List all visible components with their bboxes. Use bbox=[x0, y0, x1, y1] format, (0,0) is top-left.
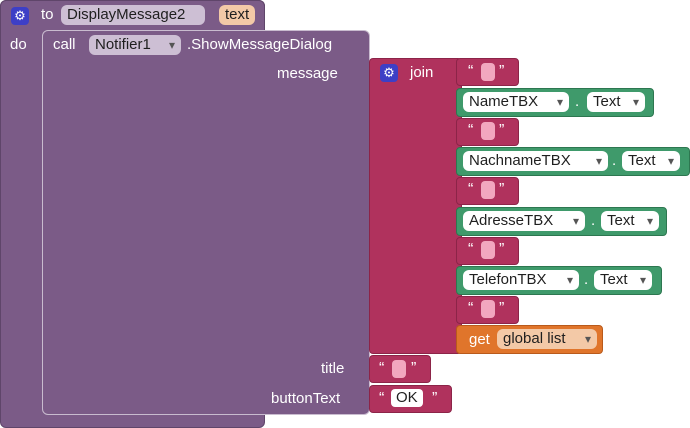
property-dropdown-text[interactable]: Text bbox=[601, 211, 659, 231]
title-value-field[interactable] bbox=[392, 360, 406, 378]
quote-close: ” bbox=[411, 360, 417, 377]
quote-close: ” bbox=[499, 241, 505, 258]
string-value-field[interactable] bbox=[481, 300, 495, 318]
socket-message-label: message bbox=[277, 65, 338, 82]
buttontext-value-field[interactable]: OK bbox=[391, 389, 423, 407]
call-notifier-block[interactable] bbox=[42, 30, 370, 415]
quote-open: “ bbox=[468, 63, 474, 80]
component-dropdown-adressetbx[interactable]: AdresseTBX bbox=[463, 211, 585, 231]
property-dropdown-text[interactable]: Text bbox=[622, 151, 680, 171]
quote-open: “ bbox=[468, 122, 474, 139]
call-label: call bbox=[53, 36, 76, 53]
component-dropdown-telefontbx[interactable]: TelefonTBX bbox=[463, 270, 579, 290]
get-label: get bbox=[469, 331, 490, 348]
component-dropdown-nametbx[interactable]: NameTBX bbox=[463, 92, 569, 112]
property-dropdown-text[interactable]: Text bbox=[594, 270, 652, 290]
procedure-param-text[interactable]: text bbox=[219, 5, 256, 25]
method-name-label: .ShowMessageDialog bbox=[187, 36, 333, 53]
notifier-component-dropdown[interactable]: Notifier1 bbox=[89, 35, 181, 55]
socket-buttontext-label: buttonText bbox=[271, 390, 341, 407]
quote-open: “ bbox=[379, 390, 385, 407]
dot-separator: . bbox=[612, 152, 617, 169]
title-string-block[interactable] bbox=[369, 355, 431, 383]
dot-separator: . bbox=[584, 271, 589, 288]
quote-open: “ bbox=[468, 241, 474, 258]
quote-open: “ bbox=[379, 360, 385, 377]
string-value-field[interactable] bbox=[481, 241, 495, 259]
quote-open: “ bbox=[468, 300, 474, 317]
quote-close: ” bbox=[499, 181, 505, 198]
procedure-name-field[interactable]: DisplayMessage2 bbox=[61, 5, 205, 25]
quote-close: ” bbox=[499, 63, 505, 80]
string-value-field[interactable] bbox=[481, 122, 495, 140]
procedure-to-label: to bbox=[41, 6, 54, 23]
quote-close: ” bbox=[499, 300, 505, 317]
dot-separator: . bbox=[575, 93, 580, 110]
quote-close: ” bbox=[499, 122, 505, 139]
join-block[interactable] bbox=[369, 58, 462, 354]
quote-close: ” bbox=[432, 390, 438, 407]
quote-open: “ bbox=[468, 181, 474, 198]
procedure-do-label: do bbox=[10, 36, 27, 53]
string-value-field[interactable] bbox=[481, 63, 495, 81]
join-label: join bbox=[410, 64, 434, 81]
variable-dropdown[interactable]: global list bbox=[497, 329, 597, 349]
component-dropdown-nachnametbx[interactable]: NachnameTBX bbox=[463, 151, 608, 171]
gear-icon[interactable]: ⚙ bbox=[380, 64, 398, 82]
dot-separator: . bbox=[591, 212, 596, 229]
string-value-field[interactable] bbox=[481, 181, 495, 199]
gear-icon[interactable]: ⚙ bbox=[11, 7, 29, 25]
socket-title-label: title bbox=[321, 360, 345, 377]
property-dropdown-text[interactable]: Text bbox=[587, 92, 645, 112]
